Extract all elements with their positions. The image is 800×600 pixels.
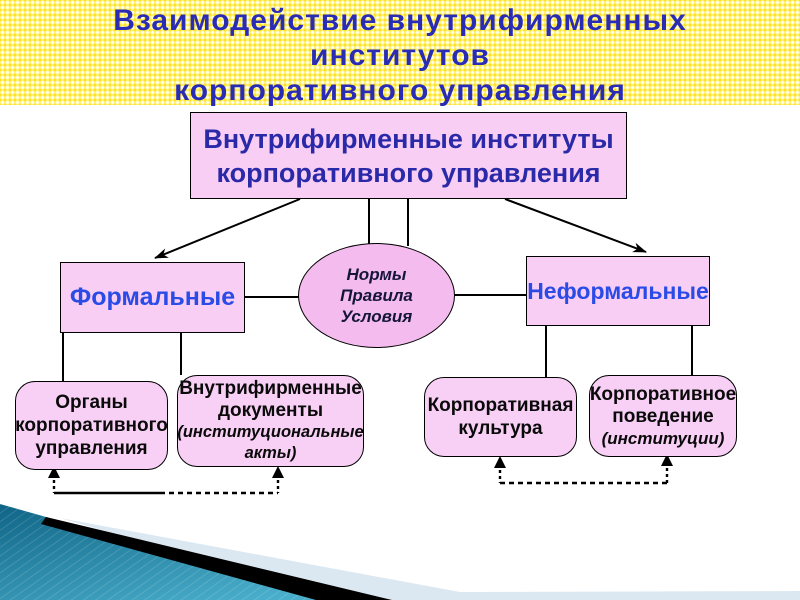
behavior-box-label: Корпоративное поведение <box>589 383 737 427</box>
root-box-label: Внутрифирменные институты корпоративного… <box>203 123 614 188</box>
culture-box: Корпоративная культура <box>424 377 577 457</box>
feedback-loop-right <box>494 454 673 485</box>
arrowhead-to-documents <box>272 466 284 478</box>
documents-box: Внутрифирменные документы (институционал… <box>177 375 364 467</box>
arrowhead-to-organs <box>48 466 60 478</box>
informal-box-label: Неформальные <box>527 277 709 304</box>
corner-decoration <box>0 504 800 600</box>
arrowhead-to-behavior <box>661 454 673 466</box>
documents-box-sublabel: (институциональные акты) <box>177 423 364 462</box>
formal-box-label: Формальные <box>69 283 236 311</box>
tree-connectors <box>62 198 693 381</box>
behavior-box-sublabel: (институции) <box>601 428 725 448</box>
organs-box-label: Органы корпоративного управления <box>15 392 168 459</box>
norms-ellipse-label: Нормы Правила Условия <box>340 265 413 326</box>
black-stripe-shape <box>41 517 392 600</box>
arrow-root-to-formal <box>154 198 301 259</box>
culture-box-label: Корпоративная культура <box>427 395 574 439</box>
norms-ellipse: Нормы Правила Условия <box>298 243 455 348</box>
arrowhead-to-culture <box>494 456 506 468</box>
organs-box: Органы корпоративного управления <box>15 381 168 470</box>
title-band: Взаимодействие внутрифирменных институто… <box>0 0 800 107</box>
page-title: Взаимодействие внутрифирменных институто… <box>113 4 687 107</box>
arrow-root-to-informal <box>504 198 647 253</box>
documents-box-label: Внутрифирменные документы <box>179 378 362 421</box>
formal-box: Формальные <box>60 262 245 333</box>
root-box: Внутрифирменные институты корпоративного… <box>190 112 627 199</box>
behavior-box: Корпоративное поведение (институции) <box>589 375 737 457</box>
informal-box: Неформальные <box>526 256 710 326</box>
feedback-loop-left <box>48 466 284 495</box>
